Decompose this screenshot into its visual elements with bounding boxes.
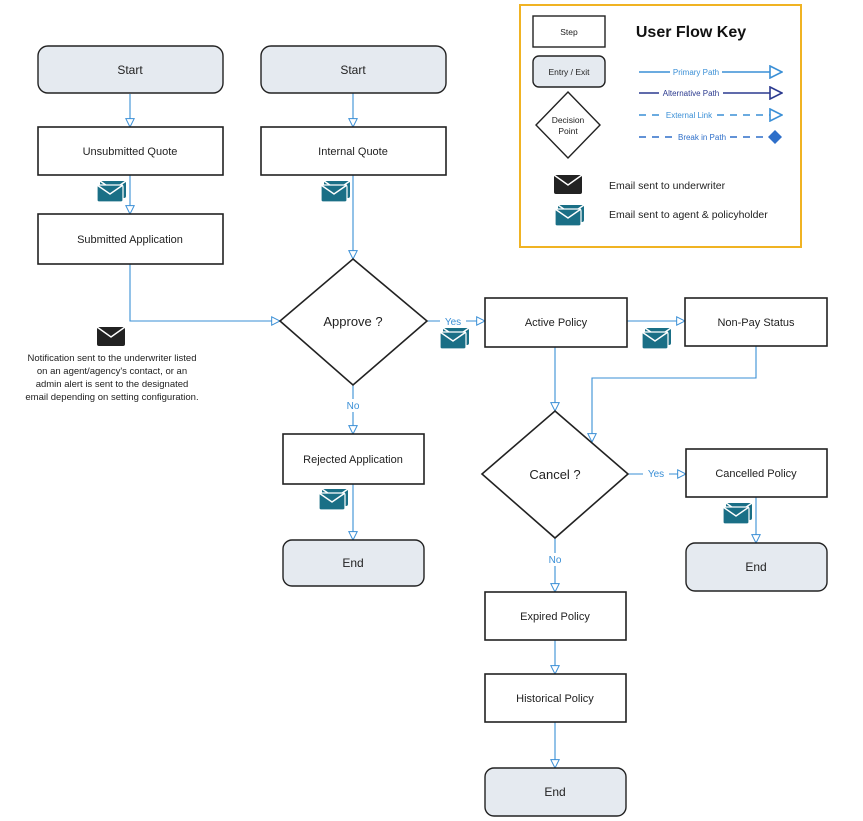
key-alternative-path: Alternative Path	[639, 87, 782, 98]
email-agent-icon	[318, 488, 349, 511]
key-break-in-path: Break in Path	[639, 130, 782, 144]
node-internal-quote: Internal Quote	[260, 126, 447, 176]
svg-text:email depending on setting con: email depending on setting configuration…	[25, 392, 198, 403]
label-approve-no: No	[347, 401, 360, 412]
svg-text:Entry / Exit: Entry / Exit	[548, 67, 590, 77]
node-active-policy: Active Policy	[484, 297, 628, 348]
email-agent-icon	[554, 204, 585, 227]
svg-text:Non-Pay Status: Non-Pay Status	[717, 317, 795, 329]
node-approve-decision: Approve ?	[278, 257, 429, 387]
svg-text:Start: Start	[117, 63, 143, 77]
node-start-left: Start	[37, 45, 224, 94]
svg-text:End: End	[342, 556, 363, 570]
email-agent-icon	[96, 180, 127, 203]
svg-text:Cancel ?: Cancel ?	[529, 467, 580, 482]
node-non-pay-status: Non-Pay Status	[684, 297, 828, 347]
email-agent-icon	[439, 327, 470, 350]
svg-text:Notification sent to the under: Notification sent to the underwriter lis…	[28, 353, 197, 364]
key-title: User Flow Key	[636, 24, 746, 41]
svg-text:Primary Path: Primary Path	[673, 68, 719, 77]
email-agent-icon	[641, 327, 672, 350]
svg-text:Expired Policy: Expired Policy	[520, 611, 590, 623]
key-decision-point: Decision Point	[535, 90, 601, 160]
svg-text:Email sent to underwriter: Email sent to underwriter	[609, 180, 726, 192]
svg-text:Rejected Application: Rejected Application	[303, 454, 403, 466]
user-flow-key: User Flow Key Step Entry / Exit Decision…	[519, 4, 802, 248]
node-start-right: Start	[260, 45, 447, 94]
node-unsubmitted-quote: Unsubmitted Quote	[37, 126, 224, 176]
node-cancelled-policy: Cancelled Policy	[685, 448, 828, 498]
svg-text:Email sent to agent & policyho: Email sent to agent & policyholder	[609, 209, 768, 221]
edge-submitted-to-approve	[129, 264, 280, 321]
key-email-agent: Email sent to agent & policyholder	[554, 204, 768, 227]
label-cancel-yes: Yes	[648, 469, 664, 480]
label-approve-yes: Yes	[445, 317, 461, 328]
key-email-underwriter: Email sent to underwriter	[553, 174, 726, 195]
svg-text:Step: Step	[560, 27, 578, 37]
svg-text:Submitted Application: Submitted Application	[77, 234, 183, 246]
svg-text:Active Policy: Active Policy	[525, 317, 588, 329]
notification-note: Notification sent to the underwriter lis…	[25, 353, 198, 403]
label-cancel-no: No	[549, 555, 562, 566]
key-primary-path: Primary Path	[639, 66, 782, 77]
svg-text:Cancelled Policy: Cancelled Policy	[715, 468, 797, 480]
svg-text:End: End	[745, 560, 766, 574]
svg-text:Break in Path: Break in Path	[678, 133, 726, 142]
email-underwriter-icon	[96, 326, 126, 347]
svg-text:Alternative Path: Alternative Path	[663, 89, 719, 98]
svg-text:Unsubmitted Quote: Unsubmitted Quote	[83, 146, 178, 158]
key-entry-exit: Entry / Exit	[532, 55, 606, 88]
email-agent-icon	[320, 180, 351, 203]
key-step: Step	[532, 15, 606, 48]
key-external-link: External Link	[639, 109, 782, 120]
svg-text:End: End	[544, 785, 565, 799]
svg-text:Approve ?: Approve ?	[323, 314, 382, 329]
svg-text:Internal Quote: Internal Quote	[318, 146, 388, 158]
node-rejected-application: Rejected Application	[282, 433, 425, 485]
edge-nonpay-to-cancel	[592, 346, 757, 442]
svg-text:Point: Point	[558, 126, 578, 136]
svg-text:Historical Policy: Historical Policy	[516, 693, 594, 705]
node-expired-policy: Expired Policy	[484, 591, 627, 641]
node-historical-policy: Historical Policy	[484, 673, 627, 723]
svg-text:on an agent/agency's contact,: on an agent/agency's contact, or an	[37, 366, 187, 377]
svg-text:admin alert is sent to the des: admin alert is sent to the designated	[36, 379, 189, 390]
node-end-historical: End	[484, 767, 627, 817]
node-cancel-decision: Cancel ?	[480, 409, 630, 540]
node-end-rejected: End	[282, 539, 425, 587]
svg-text:Decision: Decision	[552, 115, 585, 125]
node-end-cancelled: End	[685, 542, 828, 592]
email-underwriter-icon	[553, 174, 583, 195]
svg-text:Start: Start	[340, 63, 366, 77]
email-agent-icon	[722, 502, 753, 525]
svg-text:External Link: External Link	[666, 111, 713, 120]
node-submitted-application: Submitted Application	[37, 213, 224, 265]
